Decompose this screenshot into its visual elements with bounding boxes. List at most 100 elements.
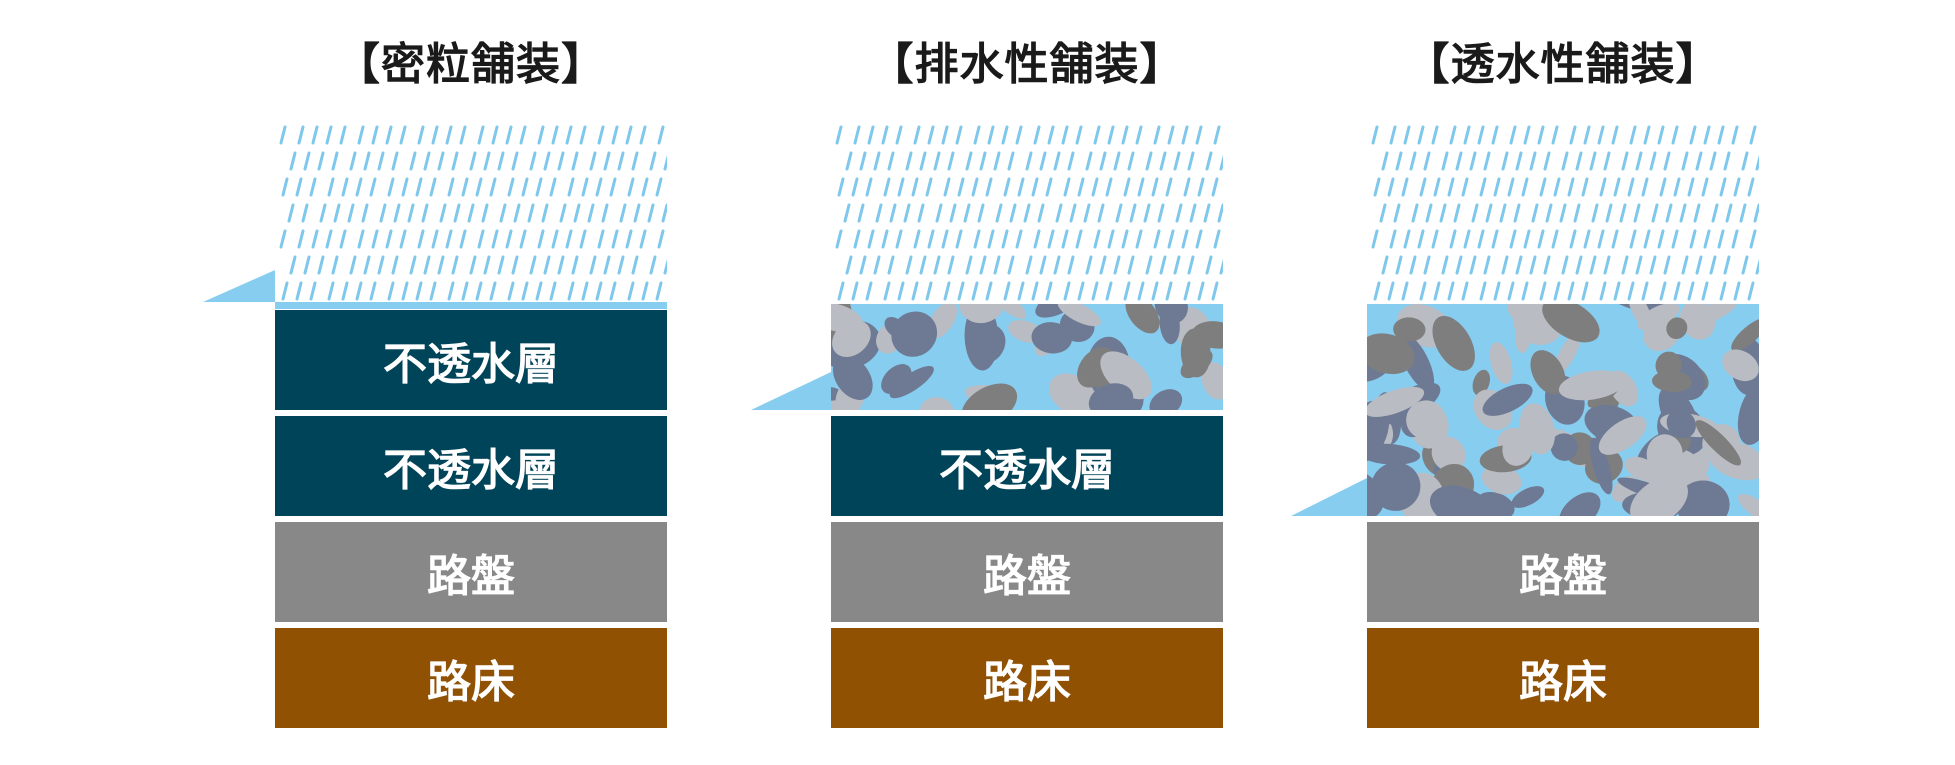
layer-label: 路盤 bbox=[427, 551, 515, 602]
rain-streak bbox=[919, 255, 927, 275]
rain-streak bbox=[887, 255, 895, 275]
aggregate-stone bbox=[881, 364, 912, 394]
rain-streak bbox=[1393, 203, 1401, 223]
rain-streak bbox=[1099, 255, 1107, 275]
rain-streak bbox=[431, 125, 439, 145]
rain-streak bbox=[1121, 229, 1129, 249]
rain-streak bbox=[355, 177, 363, 197]
rain-streak bbox=[1371, 229, 1379, 249]
rain-streak bbox=[1479, 281, 1487, 301]
rain-streak bbox=[897, 177, 905, 197]
rain-streak bbox=[911, 177, 919, 197]
layer-porous-asphalt bbox=[831, 304, 1223, 410]
rain-streak bbox=[1069, 203, 1077, 223]
rain-streak bbox=[1015, 125, 1023, 145]
rain-streak bbox=[1107, 229, 1115, 249]
rain-streak bbox=[1205, 151, 1213, 171]
rain-streak bbox=[429, 177, 437, 197]
rain-streak bbox=[1493, 177, 1501, 197]
rain-streak bbox=[1113, 151, 1121, 171]
aggregate-stone bbox=[1511, 486, 1545, 508]
rain-streak bbox=[641, 177, 649, 197]
rain-streak bbox=[1033, 125, 1041, 145]
rain-streak bbox=[1583, 229, 1591, 249]
rain-streak bbox=[1717, 125, 1725, 145]
rain-streak bbox=[1649, 151, 1657, 171]
rain-streak bbox=[589, 151, 597, 171]
rain-streak bbox=[377, 151, 385, 171]
rain-streak bbox=[1599, 177, 1607, 197]
rain-streak bbox=[971, 281, 979, 301]
rain-streak bbox=[1491, 229, 1499, 249]
rain-streak bbox=[355, 281, 363, 301]
rain-streak bbox=[843, 203, 851, 223]
rain-streak bbox=[319, 203, 327, 223]
rain-streak bbox=[1127, 151, 1135, 171]
rain-streak bbox=[873, 255, 881, 275]
column-dense-graded: 【密粒舗装】 不透水層 不透水層 路盤 路床 bbox=[203, 0, 667, 765]
rain-streak bbox=[1441, 151, 1449, 171]
rain-streak bbox=[1439, 203, 1447, 223]
rain-streak bbox=[1403, 229, 1411, 249]
rain-streak bbox=[571, 255, 579, 275]
rain-streak bbox=[941, 125, 949, 145]
rain-streak bbox=[873, 151, 881, 171]
rain-streak bbox=[835, 229, 843, 249]
rain-streak bbox=[1441, 255, 1449, 275]
rain-streak bbox=[439, 203, 447, 223]
aggregate-stone bbox=[1530, 350, 1566, 395]
rain-streak bbox=[505, 229, 513, 249]
rain-streak bbox=[911, 281, 919, 301]
rain-streak bbox=[1613, 281, 1621, 301]
layer-impermeable: 不透水層 bbox=[831, 416, 1223, 516]
rain-streak bbox=[1091, 177, 1099, 197]
layer-impermeable: 不透水層 bbox=[275, 310, 667, 410]
rain-streak bbox=[423, 151, 431, 171]
rain-streak bbox=[1657, 229, 1665, 249]
rain-streak bbox=[347, 203, 355, 223]
aggregate-stone bbox=[1149, 389, 1183, 410]
rain-streak bbox=[1501, 151, 1509, 171]
aggregate-stone bbox=[1367, 333, 1415, 375]
rain-streak bbox=[917, 203, 925, 223]
rain-streak bbox=[875, 203, 883, 223]
rain-streak bbox=[1379, 203, 1387, 223]
rain-streak bbox=[1213, 229, 1221, 249]
rain-streak bbox=[1165, 177, 1173, 197]
rain-streak bbox=[1067, 255, 1075, 275]
rain-streak bbox=[579, 229, 587, 249]
rain-streak bbox=[1671, 125, 1679, 145]
rain-streak bbox=[1723, 255, 1731, 275]
rain-streak bbox=[1431, 229, 1439, 249]
rain-streak bbox=[1381, 151, 1389, 171]
rain-streak bbox=[1007, 255, 1015, 275]
rain-streak bbox=[1153, 229, 1161, 249]
rain-streak bbox=[551, 125, 559, 145]
rain-streak bbox=[1143, 203, 1151, 223]
rain-streak bbox=[289, 255, 297, 275]
rain-streak bbox=[1099, 151, 1107, 171]
rain-streak bbox=[1553, 281, 1561, 301]
rain-streak bbox=[1641, 177, 1649, 197]
rain-streak bbox=[1127, 255, 1135, 275]
rain-streak bbox=[1479, 177, 1487, 197]
rain-streak bbox=[1449, 229, 1457, 249]
aggregate-stone bbox=[1031, 322, 1073, 354]
rain-streak bbox=[1135, 125, 1143, 145]
rain-streak bbox=[1523, 125, 1531, 145]
rain-streak bbox=[1703, 229, 1711, 249]
aggregate-stone bbox=[1180, 349, 1213, 379]
rain-streak bbox=[881, 229, 889, 249]
rain-streak bbox=[1693, 203, 1701, 223]
rain-streak bbox=[587, 203, 595, 223]
rain-streak bbox=[1389, 229, 1397, 249]
rain-streak bbox=[1597, 125, 1605, 145]
rain-streak bbox=[1151, 177, 1159, 197]
rain-streak bbox=[1491, 125, 1499, 145]
rain-streak bbox=[549, 177, 557, 197]
rain-streak bbox=[1499, 203, 1507, 223]
rain-streak bbox=[543, 255, 551, 275]
aggregate-stone bbox=[1201, 362, 1223, 400]
rain-streak bbox=[883, 281, 891, 301]
rain-streak bbox=[1581, 281, 1589, 301]
